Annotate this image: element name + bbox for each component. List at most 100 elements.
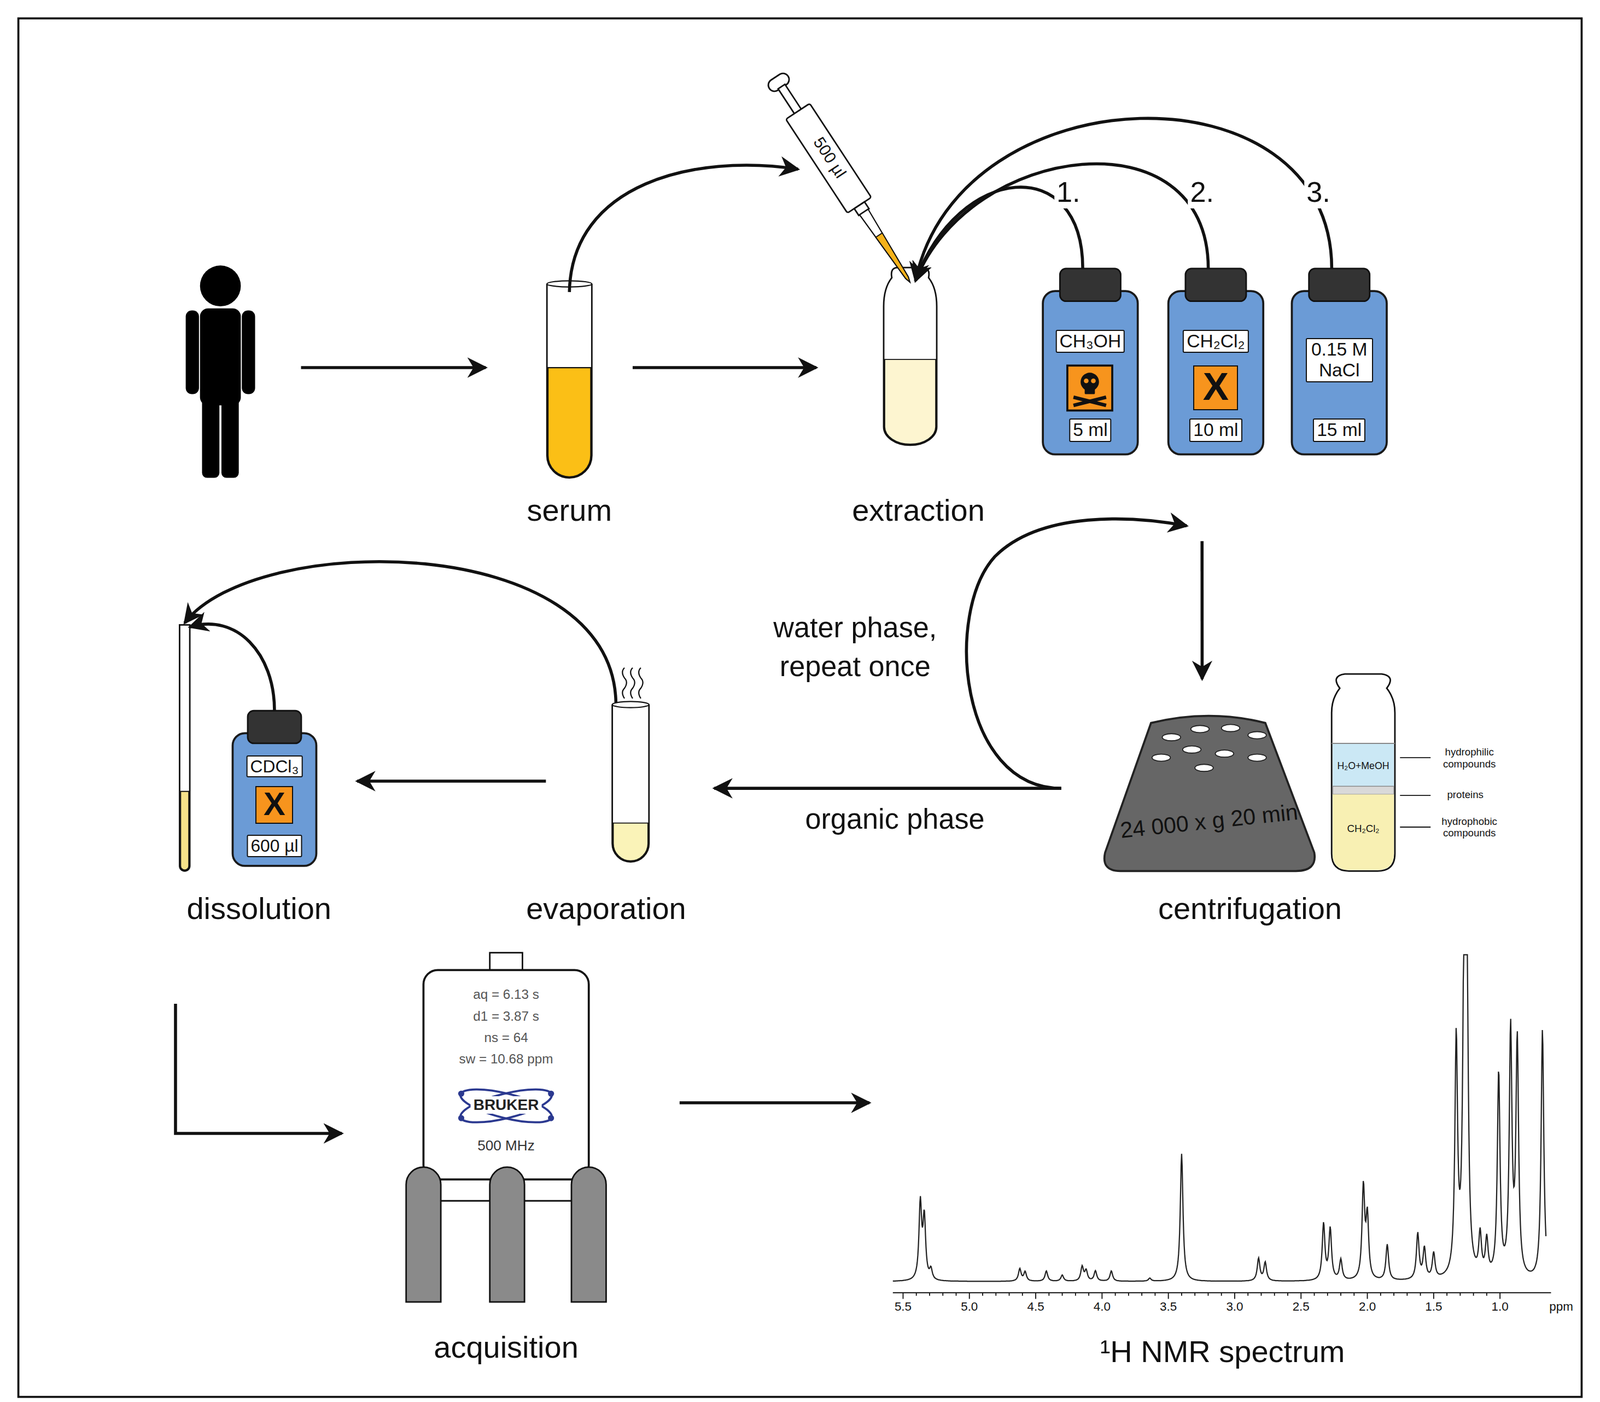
- axis-label: 1.5: [1425, 1299, 1442, 1314]
- hazard-symbol: X: [1193, 365, 1239, 411]
- bottle-label: CH₃OH: [1055, 329, 1126, 354]
- rotor-hole: [1161, 733, 1181, 741]
- water-phase: [1332, 743, 1394, 786]
- person-leg: [201, 393, 220, 478]
- connector: [569, 165, 798, 293]
- node-text: BRUKER: [470, 1095, 542, 1114]
- reagent-bottle: CDCl₃ X 600 µl: [232, 732, 317, 866]
- person-leg: [221, 393, 239, 478]
- reagent-bottle: CH₃OH5 ml: [1042, 290, 1138, 455]
- connector: [632, 365, 817, 370]
- connector: [184, 561, 617, 703]
- node-text: aq = 6.13 s: [473, 986, 540, 1002]
- skull-jaw: [1084, 386, 1096, 394]
- evaporation-tube: evaporation: [612, 704, 650, 863]
- bottle-cap: [1309, 268, 1370, 302]
- bottle-label: 600 µl: [246, 834, 302, 857]
- frame: [18, 18, 1582, 1397]
- loop-arrow: [966, 518, 1188, 788]
- person-head: [200, 265, 242, 307]
- vial-liquid: [884, 359, 936, 445]
- axis-label: ppm: [1549, 1299, 1574, 1314]
- vial: [883, 267, 937, 446]
- logo-orbit: [457, 1082, 555, 1129]
- connector: [915, 118, 1332, 281]
- spectrometer-leg: [406, 1166, 441, 1302]
- syringe-body: 500 µl: [785, 103, 872, 213]
- reagent-bottle: 0.15 M NaCl 15 ml: [1291, 290, 1387, 455]
- reagent-bottle: [232, 732, 317, 866]
- vapour: [638, 667, 643, 699]
- person-arm: [241, 310, 255, 394]
- connector: [679, 1100, 870, 1105]
- rotor-hole: [1190, 725, 1210, 733]
- separation-tube: [1331, 673, 1395, 871]
- nmr-tube: dissolution: [179, 624, 190, 871]
- connector: [915, 163, 1208, 281]
- sample-tube: serum: [546, 283, 592, 478]
- node-text: ns = 64: [483, 1029, 528, 1045]
- connector: [357, 779, 546, 783]
- logo-orbit: [457, 1082, 555, 1129]
- arrow-line: [300, 365, 486, 370]
- annotation: hydrophobic compounds: [1430, 815, 1509, 839]
- logo-dot: [547, 1114, 554, 1121]
- spectrum-trace: [892, 954, 1546, 1281]
- tube-rim: [612, 701, 650, 708]
- bottle-label: 15 ml: [1312, 418, 1366, 442]
- vapour: [630, 667, 635, 699]
- annotation: hydrophilic compounds: [1431, 745, 1508, 770]
- bottle-cap: [1185, 268, 1247, 302]
- phase-band: H₂O+MeOH: [1332, 752, 1394, 780]
- nmr-tube: [179, 624, 190, 871]
- sample-solution: [180, 791, 189, 870]
- reagent-bottle: [1042, 290, 1138, 455]
- skull-eye: [1090, 378, 1096, 384]
- phase-boundary: [1331, 742, 1395, 744]
- bottle-cap: [247, 710, 302, 744]
- edge-label: 2.: [1187, 175, 1217, 209]
- logo-dot: [458, 1090, 465, 1097]
- node-text: 500 µl: [809, 133, 850, 182]
- rotor-hole: [1247, 754, 1267, 762]
- centrifuge: 24 000 x g 20 mincentrifugation: [1101, 714, 1317, 873]
- reagent-bottle: [1291, 290, 1387, 455]
- tip-liquid: [876, 232, 914, 285]
- rotor-hole: [1182, 745, 1202, 753]
- bottle-label: CDCl₃: [246, 755, 303, 778]
- connector: [189, 623, 275, 711]
- bottle-label: CH₂Cl₂: [1182, 329, 1249, 354]
- annotation: proteins: [1446, 788, 1483, 800]
- axis-label: 4.0: [1093, 1299, 1111, 1314]
- node-text: CH₂Cl₂: [1347, 822, 1380, 834]
- spectrometer-leg: [571, 1166, 606, 1302]
- toxic-symbol: [1067, 365, 1113, 411]
- axis-label: 5.5: [894, 1299, 912, 1314]
- crossbones: [1073, 396, 1107, 406]
- connector: [175, 1003, 342, 1134]
- test-tube: [546, 283, 592, 478]
- node-text: evaporation: [526, 890, 687, 926]
- syringe-body: [785, 103, 872, 213]
- axis-label: 2.5: [1292, 1299, 1310, 1314]
- spectrometer-body: [423, 969, 589, 1179]
- node-text: acquisition: [433, 1329, 578, 1365]
- serum-liquid: [547, 367, 591, 477]
- extraction-vial: extraction: [883, 275, 937, 445]
- spectrum-plot: ¹H NMR spectrum: [892, 943, 1552, 1281]
- node-text: d1 = 3.87 s: [473, 1008, 540, 1024]
- rotor-hole: [1247, 731, 1267, 739]
- logo-dot: [547, 1090, 554, 1097]
- skull-eye: [1083, 378, 1089, 384]
- organic-phase: [1332, 793, 1394, 870]
- node-text: dissolution: [186, 890, 331, 926]
- protein-layer: [1332, 785, 1394, 794]
- hazard-symbol: X: [255, 785, 294, 824]
- syringe: [763, 69, 922, 290]
- vapour: [622, 667, 627, 699]
- node-text: serum: [527, 492, 613, 528]
- bottle-label: 0.15 M NaCl: [1305, 337, 1374, 383]
- reagent-bottle: [1168, 290, 1264, 455]
- residue: [613, 822, 648, 861]
